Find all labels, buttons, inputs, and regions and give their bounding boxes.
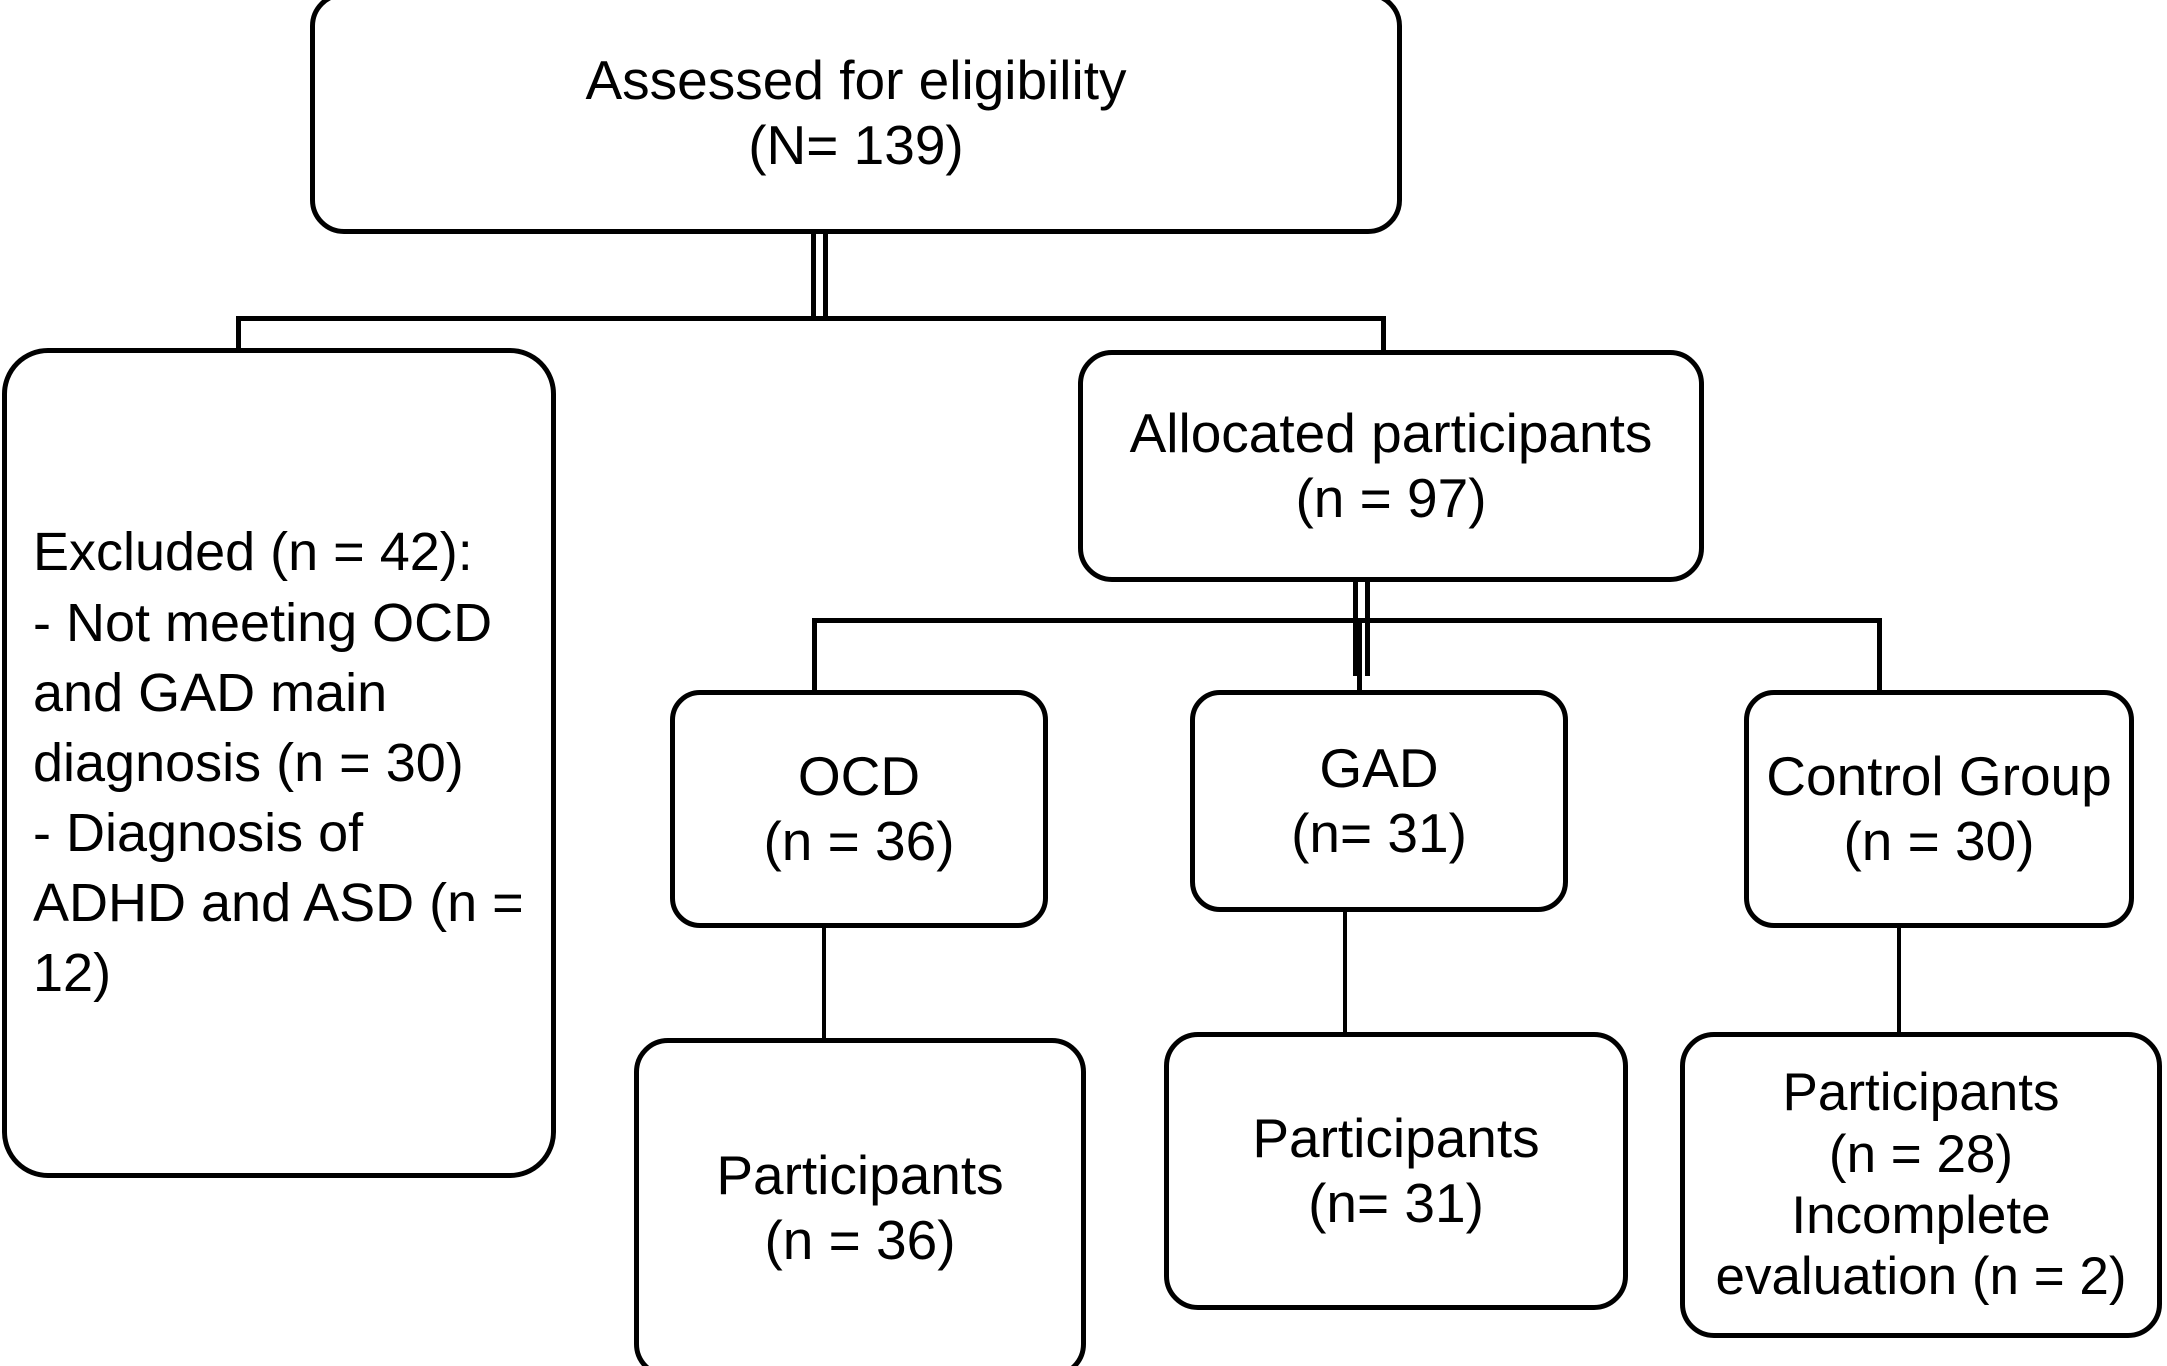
node-participants-ocd: Participants (n = 36) (634, 1038, 1086, 1366)
node-participants-ocd-line-2: (n = 36) (764, 1209, 956, 1271)
node-participants-control: Participants (n = 28) Incomplete evaluat… (1680, 1032, 2162, 1338)
node-ocd-line-2: (n = 36) (763, 810, 955, 872)
node-gad-line-2: (n= 31) (1291, 802, 1467, 864)
connector-allocated-to-split-line-a (1353, 556, 1358, 676)
connector-level2-center-stub (1357, 618, 1362, 694)
node-participants-control-line-3: Incomplete (1791, 1186, 2051, 1245)
node-ocd-line-1: OCD (797, 745, 921, 808)
connector-level1-left-stub (236, 316, 241, 364)
node-allocated-participants: Allocated participants (n = 97) (1078, 350, 1704, 582)
node-participants-control-line-1: Participants (1782, 1063, 2060, 1123)
node-group-control: Control Group (n = 30) (1744, 690, 2134, 928)
connector-allocated-to-split-line-b (1365, 556, 1370, 676)
node-assessed-line-2: (N= 139) (748, 114, 964, 176)
node-excluded-line-2: - Not meeting OCD (33, 592, 493, 653)
node-excluded-line-3: and GAD main (33, 662, 388, 723)
node-excluded-line-4: diagnosis (n = 30) (33, 732, 464, 793)
node-participants-gad-line-1: Participants (1252, 1107, 1540, 1170)
connector-level1-horizontal-bar (236, 316, 1386, 321)
connector-level2-left-stub (812, 618, 817, 694)
connector-level1-right-stub (1381, 316, 1386, 364)
connector-level2-horizontal-bar (812, 618, 1882, 623)
node-assessed-for-eligibility: Assessed for eligibility (N= 139) (310, 0, 1402, 234)
node-participants-control-line-4: evaluation (n = 2) (1715, 1247, 2127, 1307)
connector-gad-to-participants (1343, 896, 1347, 1042)
node-excluded: Excluded (n = 42): - Not meeting OCD and… (2, 348, 556, 1178)
connector-level2-right-stub (1877, 618, 1882, 694)
node-group-ocd: OCD (n = 36) (670, 690, 1048, 928)
node-excluded-line-7: 12) (33, 943, 112, 1004)
node-excluded-line-1: Excluded (n = 42): (33, 522, 473, 583)
node-group-gad: GAD (n= 31) (1190, 690, 1568, 912)
connector-ocd-to-participants (822, 910, 826, 1046)
connector-control-to-participants (1897, 910, 1901, 1044)
node-control-line-2: (n = 30) (1843, 810, 2035, 872)
node-gad-line-1: GAD (1319, 737, 1439, 800)
node-allocated-line-1: Allocated participants (1129, 402, 1653, 465)
node-excluded-line-5: - Diagnosis of (33, 803, 364, 864)
connector-assessed-to-split-line-b (823, 200, 828, 320)
node-allocated-line-2: (n = 97) (1295, 467, 1487, 529)
node-participants-control-line-2: (n = 28) (1828, 1124, 2014, 1184)
node-control-line-1: Control Group (1766, 745, 2112, 808)
node-assessed-line-1: Assessed for eligibility (585, 49, 1127, 112)
node-excluded-line-6: ADHD and ASD (n = (33, 873, 524, 934)
node-participants-ocd-line-1: Participants (716, 1144, 1004, 1207)
node-participants-gad: Participants (n= 31) (1164, 1032, 1628, 1310)
connector-assessed-to-split-line-a (811, 200, 816, 320)
node-participants-gad-line-2: (n= 31) (1308, 1172, 1484, 1234)
